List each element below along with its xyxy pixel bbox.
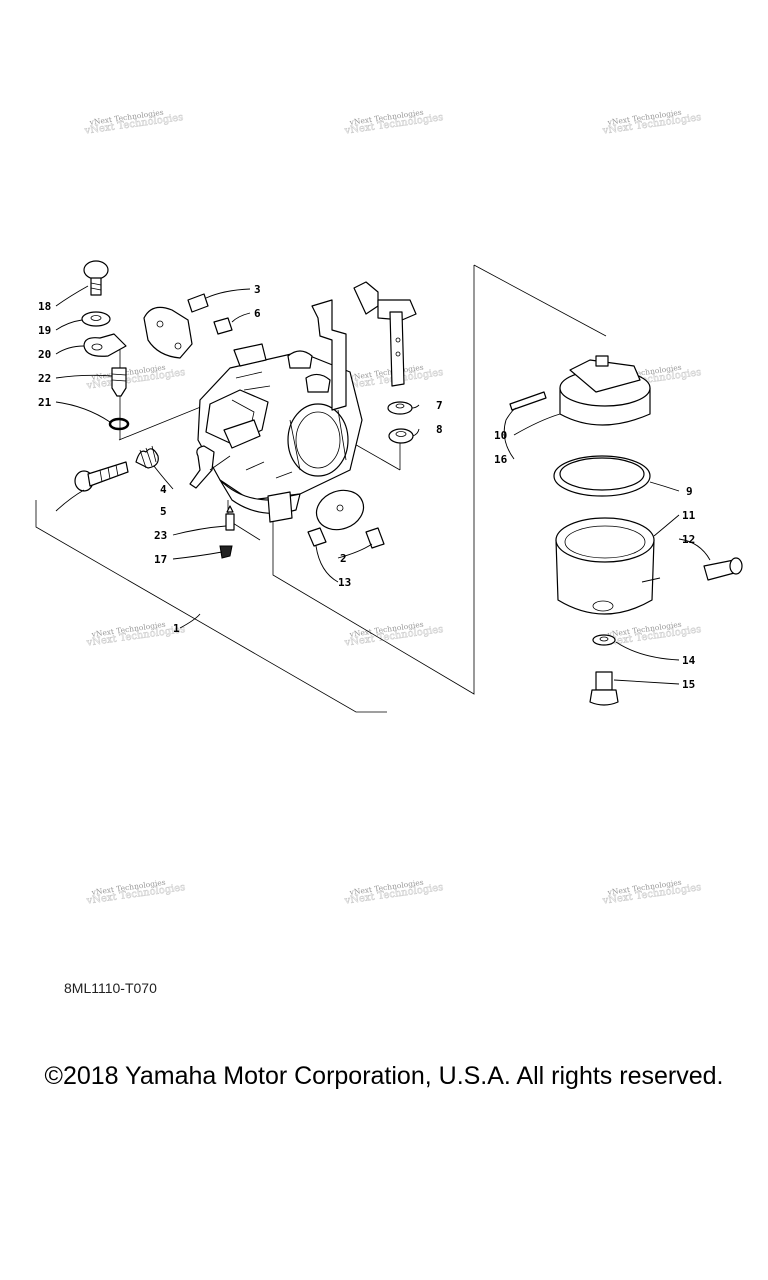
gasket-9 xyxy=(553,455,651,497)
diagram-code: 8ML1110-T070 xyxy=(64,980,157,996)
callout-numbers: 18 19 20 22 21 4 5 23 17 1 3 6 2 13 7 8 … xyxy=(38,283,696,691)
watermark-11: vNext Technologies vNext Technologies xyxy=(343,878,444,907)
callout-23: 23 xyxy=(154,529,167,542)
bushing-8 xyxy=(388,428,414,444)
pin-16 xyxy=(509,391,547,411)
callout-16: 16 xyxy=(494,453,508,466)
callout-2: 2 xyxy=(340,552,347,565)
screw-3 xyxy=(187,293,209,313)
watermark-8: vNext Technologies vNext Technologies xyxy=(343,620,444,649)
diaphragm-plate-3 xyxy=(143,306,193,359)
watermark-4: vNext Technologies vNext Technologies xyxy=(85,363,186,392)
screw-18 xyxy=(83,260,109,296)
callout-7: 7 xyxy=(436,399,443,412)
callout-6: 6 xyxy=(254,307,261,320)
watermark-3: vNext Technologies vNext Technologies xyxy=(601,108,702,137)
plate-20 xyxy=(83,333,127,357)
watermark-10: vNext Technologies vNext Technologies xyxy=(85,878,186,907)
callout-10: 10 xyxy=(494,429,507,442)
callout-17: 17 xyxy=(154,553,167,566)
screw-2 xyxy=(365,527,385,549)
callout-15: 15 xyxy=(682,678,695,691)
plug-13 xyxy=(307,527,327,547)
leader-lines xyxy=(55,285,711,685)
callout-13: 13 xyxy=(338,576,351,589)
jet-22 xyxy=(111,367,127,397)
watermark-7: vNext Technologies vNext Technologies xyxy=(85,620,186,649)
pin-23 xyxy=(225,505,235,531)
washer-14 xyxy=(592,634,616,646)
callout-12: 12 xyxy=(682,533,695,546)
float-10 xyxy=(559,355,651,426)
screw-5 xyxy=(74,461,129,492)
callout-5: 5 xyxy=(160,505,167,518)
washer-7 xyxy=(387,401,413,415)
carburetor-body-1 xyxy=(189,299,363,523)
valve-plate-2 xyxy=(315,489,365,531)
callout-19: 19 xyxy=(38,324,51,337)
washer-19 xyxy=(81,311,111,327)
watermark-1: vNext Technologies vNext Technologies xyxy=(83,108,184,137)
clip-17 xyxy=(219,545,233,559)
callout-21: 21 xyxy=(38,396,52,409)
watermarks: vNext Technologies vNext Technologies vN… xyxy=(83,108,702,907)
drain-bolt-15 xyxy=(589,671,619,706)
watermark-2: vNext Technologies vNext Technologies xyxy=(343,108,444,137)
callout-22: 22 xyxy=(38,372,51,385)
callout-3: 3 xyxy=(254,283,261,296)
callout-1: 1 xyxy=(173,622,180,635)
copyright-notice: ©2018 Yamaha Motor Corporation, U.S.A. A… xyxy=(44,1062,724,1090)
watermark-12: vNext Technologies vNext Technologies xyxy=(601,878,702,907)
spring-4 xyxy=(135,445,159,469)
callout-4: 4 xyxy=(160,483,167,496)
watermark-9: vNext Technologies vNext Technologies xyxy=(601,620,702,649)
callout-18: 18 xyxy=(38,300,51,313)
screw-6 xyxy=(213,317,233,335)
float-bowl-11 xyxy=(555,517,655,615)
callout-20: 20 xyxy=(38,348,51,361)
screw-12 xyxy=(703,557,743,581)
throttle-shaft xyxy=(353,281,417,387)
callout-9: 9 xyxy=(686,485,693,498)
callout-14: 14 xyxy=(682,654,696,667)
callout-11: 11 xyxy=(682,509,696,522)
o-ring-21 xyxy=(108,417,130,431)
callout-8: 8 xyxy=(436,423,443,436)
